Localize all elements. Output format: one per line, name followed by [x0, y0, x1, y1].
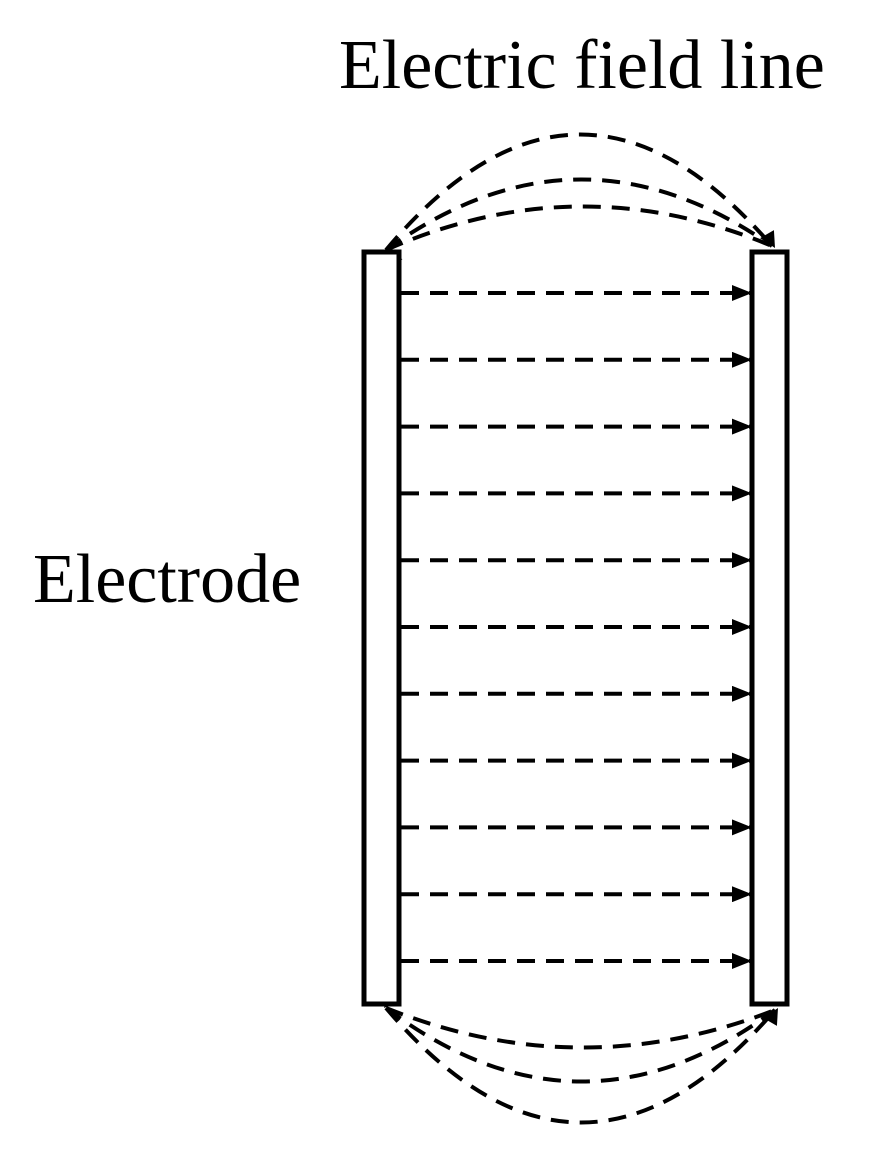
- right-electrode: [749, 249, 790, 1007]
- top-fringe-arc: [384, 132, 774, 252]
- bottom-fringe-arc: [385, 1006, 776, 1050]
- field-line-label: Electric field line: [339, 27, 825, 104]
- electrode-label: Electrode: [33, 541, 301, 618]
- bottom-fringe-arc: [384, 1006, 777, 1084]
- bottom-fringe-arc: [384, 1006, 777, 1125]
- top-fringe-arc: [384, 177, 774, 252]
- top-arc-arrowhead: [760, 230, 775, 248]
- left-electrode: [361, 249, 402, 1007]
- bottom-fringe-field-lines: [384, 990, 778, 1125]
- bottom-arc-arrowhead: [763, 1008, 778, 1026]
- top-fringe-field-lines: [384, 132, 775, 270]
- uniform-field-lines: [401, 285, 752, 969]
